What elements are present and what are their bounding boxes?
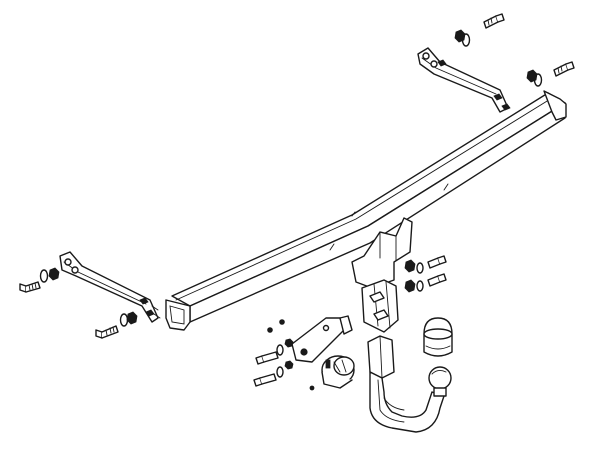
- right-side-bracket: [417, 47, 511, 113]
- detachable-tow-neck: [367, 335, 445, 433]
- electrical-socket: [321, 355, 355, 389]
- center-mounting-bracket: [351, 217, 413, 333]
- bolt-left-lower: [95, 325, 119, 339]
- bolt-socket-lower: [253, 373, 277, 387]
- nuts: [48, 29, 538, 391]
- bolt-socket-upper: [255, 351, 279, 365]
- bolt-center-2: [427, 273, 447, 287]
- ball-cover-cap: [423, 317, 453, 357]
- bolt-left-bracket: [19, 281, 41, 293]
- bolt-right-top: [483, 13, 505, 29]
- mounting-bolts: [19, 13, 575, 387]
- tow-ball: [428, 366, 452, 397]
- bolt-center-1: [427, 255, 447, 269]
- socket-mounting-plate: [291, 315, 353, 363]
- main-crossbar: [165, 90, 567, 331]
- left-side-bracket: [59, 251, 161, 323]
- bolt-right-upper: [553, 61, 575, 77]
